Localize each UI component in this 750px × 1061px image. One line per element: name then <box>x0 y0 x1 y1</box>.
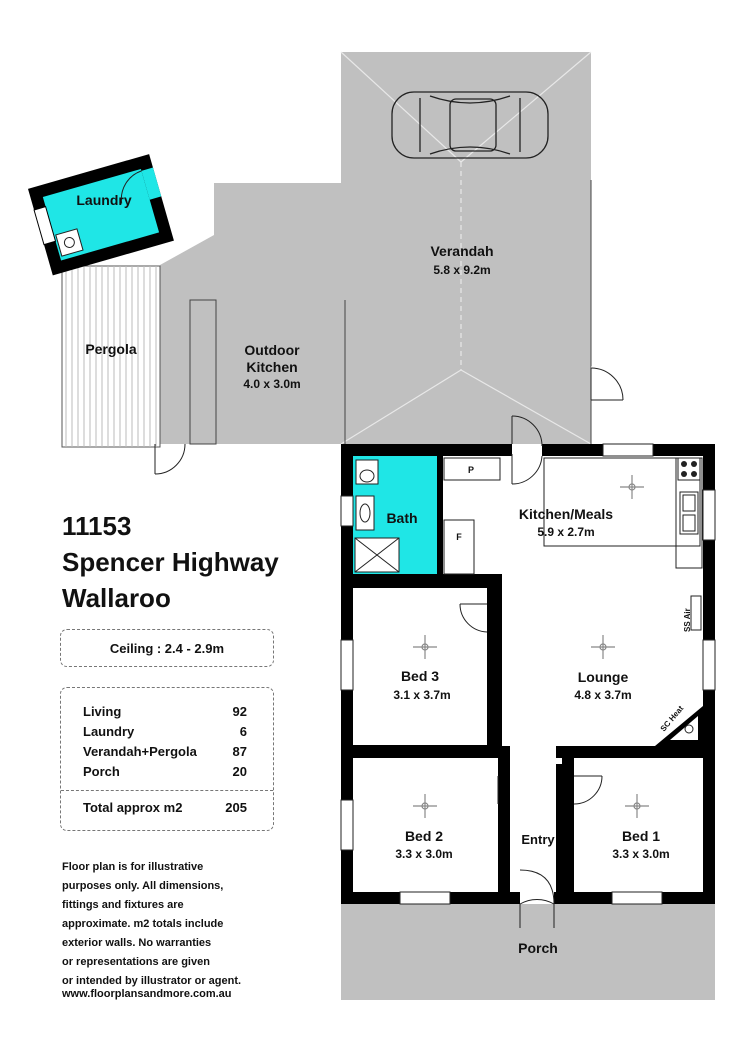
bed1-label: Bed 1 <box>622 828 660 844</box>
area-total-value: 205 <box>225 800 247 815</box>
disclaimer-line: fittings and fixtures are <box>62 899 184 911</box>
bed1-dims: 3.3 x 3.0m <box>612 847 669 861</box>
outdoor-kitchen-label-1: Outdoor <box>244 342 300 358</box>
verandah-area <box>341 52 591 444</box>
ceiling-fan-icon <box>591 635 615 659</box>
porch-area <box>341 904 715 1000</box>
verandah-roof-lines <box>340 51 592 445</box>
address-street: Spencer Highway <box>62 547 279 577</box>
kitchen-cupboards <box>443 457 703 575</box>
verandah-side-door <box>590 366 624 401</box>
area-total-label: Total approx m2 <box>83 800 183 815</box>
area-name: Living <box>83 704 122 719</box>
kitchen-meals-dims: 5.9 x 2.7m <box>537 525 594 539</box>
disclaimer: Floor plan is for illustrative purposes … <box>62 858 292 991</box>
area-value: 87 <box>232 744 247 759</box>
laundry-label: Laundry <box>76 192 131 208</box>
entry-label: Entry <box>521 832 555 847</box>
website-link[interactable]: www.floorplansandmore.com.au <box>62 988 232 1000</box>
house-rooms <box>353 456 703 892</box>
disclaimer-line: Floor plan is for illustrative <box>62 861 204 873</box>
area-value: 6 <box>239 724 247 739</box>
cooktop-icon <box>677 457 701 481</box>
bed3-label: Bed 3 <box>401 668 439 684</box>
sc-heater-inner <box>670 716 698 740</box>
ceiling-height-text: Ceiling : 2.4 - 2.9m <box>109 641 225 656</box>
bbq-bench <box>189 299 217 445</box>
windows <box>340 443 716 905</box>
area-summary-box: Living 92 Laundry 6 Verandah+Pergola 87 … <box>60 687 274 831</box>
disclaimer-line: or representations are given <box>62 956 210 968</box>
pergola-slats <box>61 265 161 448</box>
verandah-label: Verandah <box>430 243 493 259</box>
bed2-label: Bed 2 <box>405 828 443 844</box>
verandah-dims: 5.8 x 9.2m <box>433 263 490 277</box>
outdoor-kitchen-label-2: Kitchen <box>246 359 297 375</box>
disclaimer-line: approximate. m2 totals include <box>62 918 224 930</box>
ceiling-fan-icon <box>625 794 649 818</box>
area-row: Porch 20 <box>83 764 247 784</box>
bed3-dims: 3.1 x 3.7m <box>393 688 450 702</box>
fridge-label: F <box>456 532 462 542</box>
disclaimer-line: purposes only. All dimensions, <box>62 880 224 892</box>
ss-air-label: SS Air <box>683 608 692 632</box>
ceiling-fan-icon <box>620 475 644 499</box>
disclaimer-line: or intended by illustrator or agent. <box>62 975 242 987</box>
car-icon <box>391 91 549 159</box>
area-divider <box>61 790 273 791</box>
outdoor-kitchen-dims: 4.0 x 3.0m <box>243 377 300 391</box>
area-value: 20 <box>232 764 247 779</box>
pantry-label: P <box>468 465 474 475</box>
kitchen-meals-label: Kitchen/Meals <box>519 506 613 522</box>
outdoor-kitchen-area <box>160 183 341 444</box>
sink-icon <box>679 491 699 535</box>
ceiling-height-box: Ceiling : 2.4 - 2.9m <box>60 629 274 667</box>
lounge-dims: 4.8 x 3.7m <box>574 688 631 702</box>
ss-air-unit <box>690 595 702 631</box>
area-row: Laundry 6 <box>83 724 247 744</box>
area-row: Living 92 <box>83 704 247 724</box>
ceiling-fan-icon <box>413 635 437 659</box>
address-number: 11153 <box>62 511 132 541</box>
lounge-label: Lounge <box>578 669 629 685</box>
sc-heater-dial <box>684 724 694 734</box>
bed2-dims: 3.3 x 3.0m <box>395 847 452 861</box>
laundry-building <box>27 154 174 276</box>
area-value: 92 <box>232 704 247 719</box>
bath-fixtures <box>354 459 400 573</box>
area-total-row: Total approx m2 205 <box>83 800 247 820</box>
area-name: Porch <box>83 764 120 779</box>
doors <box>459 415 603 928</box>
disclaimer-line: exterior walls. No warranties <box>62 937 212 949</box>
porch-label: Porch <box>518 940 558 956</box>
property-address: 11153 Spencer Highway Wallaroo <box>62 508 279 616</box>
pergola-label: Pergola <box>85 341 137 357</box>
area-name: Verandah+Pergola <box>83 744 197 759</box>
area-row: Verandah+Pergola 87 <box>83 744 247 764</box>
ceiling-fan-icon <box>413 794 437 818</box>
address-town: Wallaroo <box>62 583 171 613</box>
bath-label: Bath <box>386 510 417 526</box>
pergola-door <box>154 443 186 475</box>
area-name: Laundry <box>83 724 135 739</box>
ceiling-fan-icons <box>413 475 649 818</box>
